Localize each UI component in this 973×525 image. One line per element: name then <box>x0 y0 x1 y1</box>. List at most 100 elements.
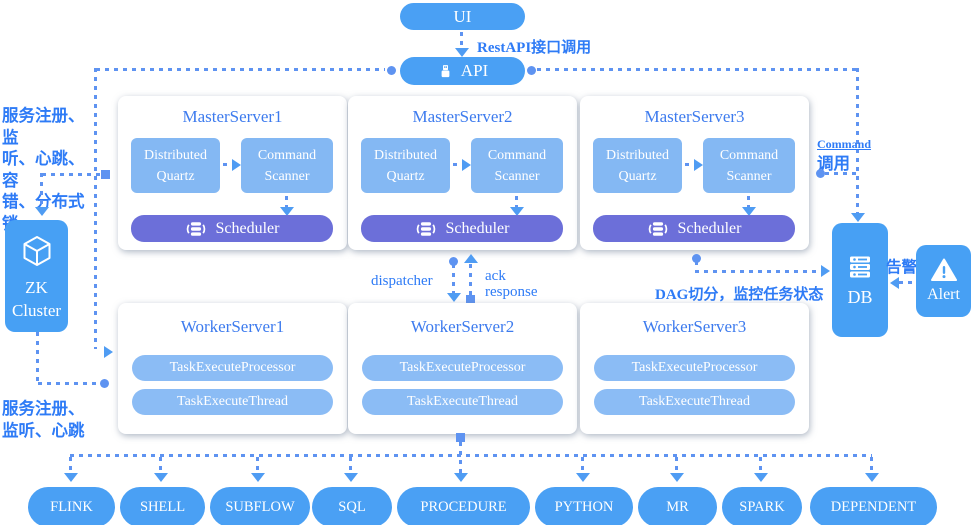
warning-icon <box>930 258 957 282</box>
arrowhead-scanner-scheduler-1 <box>280 207 294 216</box>
masterserver3-scheduler: Scheduler <box>593 215 795 242</box>
dot-dispatcher-top <box>449 257 458 266</box>
masterserver1-scheduler-label: Scheduler <box>215 219 280 237</box>
arrowhead-dependent <box>865 473 879 482</box>
edge-zk-worker-h <box>38 382 101 385</box>
edge-master-zk-v <box>40 173 43 206</box>
card-workerserver1: WorkerServer1 TaskExecuteProcessor TaskE… <box>118 303 347 434</box>
workerserver1-title: WorkerServer1 <box>180 317 285 336</box>
workerserver3-title: WorkerServer3 <box>642 317 747 336</box>
arrowhead-left-rail-worker <box>104 346 113 358</box>
workerserver1-task-execute-thread: TaskExecuteThread <box>132 389 333 415</box>
masterserver2-scheduler: Scheduler <box>361 215 563 242</box>
masterserver2-title: MasterServer2 <box>412 107 513 126</box>
card-workerserver3: WorkerServer3 TaskExecuteProcessor TaskE… <box>580 303 809 434</box>
square-ack-bottom <box>466 295 475 304</box>
node-alert-label: Alert <box>927 286 960 303</box>
task-spark: SPARK <box>722 487 802 525</box>
arrowhead-flink <box>64 473 78 482</box>
dot-api-left <box>387 66 396 75</box>
label-command: Command <box>817 137 872 151</box>
arrowhead-mr <box>670 473 684 482</box>
edge-left-rail-down <box>94 68 97 349</box>
usb-icon <box>437 63 454 80</box>
task-shell: SHELL <box>120 487 205 525</box>
masterserver2-scheduler-label: Scheduler <box>445 219 510 237</box>
edge-scanner-scheduler-3 <box>747 196 750 208</box>
edge-bus-dependent <box>870 457 873 474</box>
edge-master-zk-h <box>42 173 102 176</box>
task-sql: SQL <box>312 487 392 525</box>
arrowhead-scanner-scheduler-2 <box>510 207 524 216</box>
edge-dag-h <box>695 270 822 273</box>
edge-ui-api <box>460 32 463 49</box>
database-server-icon <box>846 253 874 281</box>
edge-bus-python <box>581 457 584 474</box>
arrowhead-quartz-scanner-3 <box>694 159 703 171</box>
label-dag: DAG切分，监控任务状态 <box>655 287 824 303</box>
task-procedure: PROCEDURE <box>397 487 530 525</box>
workerserver1-task-execute-processor: TaskExecuteProcessor <box>132 355 333 381</box>
dot-zk-worker <box>100 379 109 388</box>
label-dispatcher: dispatcher <box>371 273 433 289</box>
arrowhead-rail-db <box>851 213 865 222</box>
arrowhead-sql <box>344 473 358 482</box>
edge-api-right-rail <box>537 68 858 71</box>
card-masterserver2: MasterServer2 Distributed Quartz Command… <box>348 96 577 250</box>
task-dependent: DEPENDENT <box>810 487 937 525</box>
edge-alert-db <box>899 281 916 284</box>
workerserver3-task-execute-processor: TaskExecuteProcessor <box>594 355 795 381</box>
dot-dag-top <box>692 254 701 263</box>
node-db: DB <box>832 223 888 337</box>
label-zk-master: 服务注册、监 听、心跳、容 错、分布式锁 <box>2 106 85 233</box>
edge-bus-subflow <box>256 457 259 474</box>
edge-bus-flink <box>69 457 72 474</box>
arrowhead-scanner-scheduler-3 <box>742 207 756 216</box>
masterserver2-distributed-quartz: Distributed Quartz <box>361 138 450 193</box>
task-flink: FLINK <box>28 487 115 525</box>
card-masterserver3: MasterServer3 Distributed Quartz Command… <box>580 96 809 250</box>
arrowhead-subflow <box>251 473 265 482</box>
arrowhead-master-zk <box>35 207 49 216</box>
arrowhead-procedure <box>454 473 468 482</box>
scheduler-sync-icon <box>415 221 437 237</box>
arrowhead-quartz-scanner-2 <box>462 159 471 171</box>
masterserver1-scheduler: Scheduler <box>131 215 333 242</box>
edge-scanner-scheduler-2 <box>515 196 518 208</box>
edge-quartz-scanner-3 <box>685 163 698 166</box>
edge-bus-mr <box>675 457 678 474</box>
edge-bus-spark <box>759 457 762 474</box>
workerserver2-task-execute-processor: TaskExecuteProcessor <box>362 355 563 381</box>
task-python: PYTHON <box>535 487 633 525</box>
edge-bus-shell <box>159 457 162 474</box>
node-ui: UI <box>400 3 525 30</box>
card-workerserver2: WorkerServer2 TaskExecuteProcessor TaskE… <box>348 303 577 434</box>
edge-task-bus <box>70 454 872 457</box>
arrowhead-python <box>576 473 590 482</box>
node-api-label: API <box>460 61 489 80</box>
label-zk-worker: 服务注册、 监听、心跳 <box>2 399 85 440</box>
task-mr: MR <box>638 487 717 525</box>
masterserver3-command-scanner: Command Scanner <box>703 138 795 193</box>
workerserver2-title: WorkerServer2 <box>410 317 515 336</box>
edge-scanner-scheduler-1 <box>285 196 288 208</box>
label-command-zh: 调用 <box>817 154 850 173</box>
cube-icon <box>18 232 56 270</box>
arrowhead-shell <box>154 473 168 482</box>
label-alert: 告警 <box>886 259 918 276</box>
workerserver2-task-execute-thread: TaskExecuteThread <box>362 389 563 415</box>
square-worker-bus <box>456 433 465 442</box>
node-zk-label: ZK Cluster <box>11 278 62 320</box>
edge-ack <box>469 264 472 296</box>
edge-command <box>825 172 856 175</box>
edge-quartz-scanner-2 <box>453 163 466 166</box>
task-subflow: SUBFLOW <box>210 487 310 525</box>
edge-worker-bus-stem <box>459 442 462 474</box>
scheduler-sync-icon <box>647 221 669 237</box>
arrowhead-alert-db <box>890 277 899 289</box>
masterserver1-command-scanner: Command Scanner <box>241 138 333 193</box>
workerserver3-task-execute-thread: TaskExecuteThread <box>594 389 795 415</box>
card-masterserver1: MasterServer1 Distributed Quartz Command… <box>118 96 347 250</box>
node-db-label: DB <box>847 286 873 307</box>
